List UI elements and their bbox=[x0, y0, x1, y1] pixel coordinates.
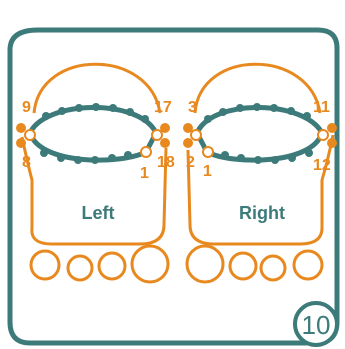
right-eyelet-11 bbox=[327, 123, 337, 133]
right-label-12: 12 bbox=[313, 157, 331, 174]
right-eyelet-3 bbox=[183, 123, 193, 133]
left-toe-3 bbox=[97, 251, 127, 281]
right-foot-body bbox=[186, 134, 335, 246]
left-label-18: 18 bbox=[157, 154, 175, 171]
right-toe-3 bbox=[259, 254, 287, 282]
left-toe-2 bbox=[66, 254, 94, 282]
right-toe-1 bbox=[185, 244, 225, 284]
left-eyelet-inner-right bbox=[151, 129, 163, 141]
right-label-11: 11 bbox=[313, 99, 330, 116]
right-lace-upper bbox=[194, 105, 325, 135]
right-toe-4 bbox=[292, 249, 324, 281]
right-foot-label: Right bbox=[239, 203, 285, 223]
right-label-3: 3 bbox=[188, 99, 197, 116]
left-foot bbox=[20, 62, 170, 284]
left-lace-lower bbox=[27, 131, 159, 163]
frame-border bbox=[7, 27, 340, 346]
right-eyelet-inner-left bbox=[190, 129, 202, 141]
left-eyelet-17 bbox=[160, 123, 170, 133]
left-eyelet-18 bbox=[160, 138, 170, 148]
right-lace-dots bbox=[204, 103, 313, 164]
right-label-1: 1 bbox=[203, 163, 212, 180]
right-eyelet-1 bbox=[202, 146, 214, 158]
left-lace-upper bbox=[27, 105, 159, 135]
right-toe-2 bbox=[228, 251, 258, 281]
left-toe-1 bbox=[29, 249, 61, 281]
left-lace-loop bbox=[16, 103, 170, 164]
left-label-9: 9 bbox=[22, 99, 31, 116]
left-label-8: 8 bbox=[22, 154, 31, 171]
left-label-17: 17 bbox=[154, 99, 172, 116]
right-eyelet-2 bbox=[183, 138, 193, 148]
left-foot-label: Left bbox=[82, 203, 115, 223]
page-number-badge: 10 bbox=[293, 301, 339, 347]
right-eyelet-inner-right bbox=[317, 129, 329, 141]
right-foot-top-arc bbox=[193, 62, 322, 114]
left-foot-body bbox=[20, 136, 168, 246]
left-lace-dots bbox=[40, 103, 149, 164]
left-eyelet-8 bbox=[16, 138, 26, 148]
right-foot bbox=[185, 62, 335, 284]
right-label-2: 2 bbox=[186, 154, 195, 171]
left-eyelet-1 bbox=[140, 146, 152, 158]
right-lace-loop bbox=[183, 103, 337, 164]
left-foot-top-arc bbox=[32, 62, 162, 114]
right-eyelet-12 bbox=[327, 138, 337, 148]
left-label-1: 1 bbox=[140, 165, 149, 182]
left-eyelet-9 bbox=[16, 123, 26, 133]
page-number: 10 bbox=[302, 310, 331, 340]
left-eyelet-inner-left bbox=[24, 129, 36, 141]
right-lace-lower bbox=[194, 131, 325, 163]
left-toe-4 bbox=[130, 244, 170, 284]
